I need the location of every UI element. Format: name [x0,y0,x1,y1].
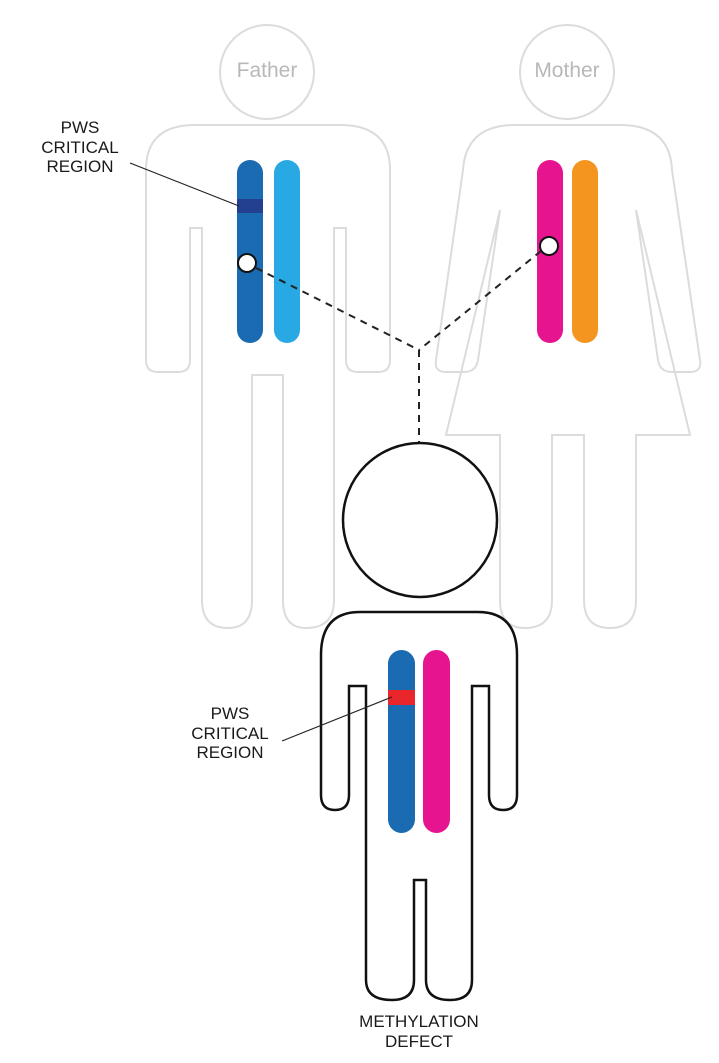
child-region-label: PWS CRITICAL REGION [170,704,290,763]
father-chromosome-paternal[interactable] [237,160,263,343]
father-centromere-marker [238,254,256,272]
child-body [321,612,517,1000]
child-silhouette [321,443,517,1000]
mother-centromere-marker [540,237,558,255]
mother-silhouette [436,25,701,628]
child-chromosome-maternal[interactable] [423,650,450,833]
father-label: Father [207,59,327,83]
child-head [343,443,497,597]
child-chromosomes [388,650,450,833]
mother-chromosome-homolog[interactable] [572,160,598,343]
mother-body [436,125,701,628]
father-chromosomes [237,160,300,343]
father-silhouette [146,25,390,628]
mother-label: Mother [507,59,627,83]
child-chromosome-paternal[interactable] [388,650,415,833]
father-body [146,125,390,628]
methylation-defect-caption: METHYLATION DEFECT [309,1012,529,1051]
father-chromosome-homolog[interactable] [274,160,300,343]
father-region-label: PWS CRITICAL REGION [20,118,140,177]
father-critical-region-band [237,199,263,213]
mother-chromosomes [537,160,598,343]
child-region-leader-line [282,697,392,741]
mother-to-child-connector [419,251,541,350]
